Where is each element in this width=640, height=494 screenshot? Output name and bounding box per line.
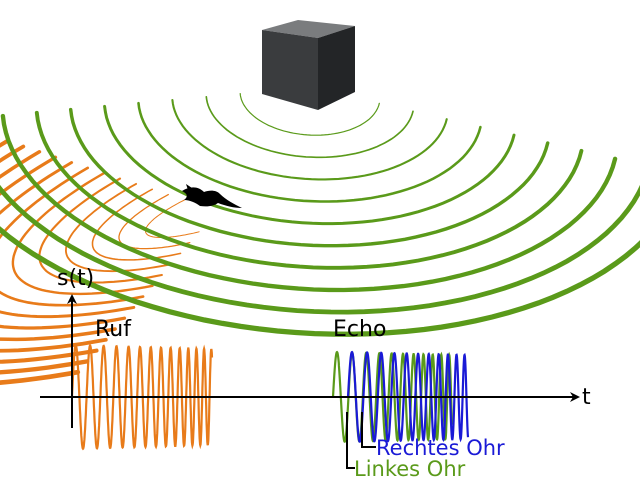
right-ear-label: Rechtes Ohr — [376, 436, 505, 460]
bat-silhouette — [182, 184, 242, 208]
call-wavefront-arc — [11, 172, 154, 296]
signal-axis-label: s(t) — [57, 266, 94, 291]
cube-top-face — [262, 20, 355, 38]
echo-wavefront-arc — [171, 98, 448, 181]
echo-wavefront-arc — [0, 184, 640, 315]
call-wavefront-arc — [0, 150, 117, 342]
emitted-call-wavefronts — [0, 139, 200, 385]
call-wavefront-arc — [0, 166, 145, 307]
call-wavefront-arc — [0, 161, 136, 319]
echo-wavefront-arc — [0, 226, 640, 337]
right-ear-oscillation — [346, 350, 470, 443]
echo-wavefront-arc — [239, 93, 380, 136]
call-wavefront-arc — [118, 193, 191, 250]
cube-side-face — [318, 26, 355, 110]
echo-label: Echo — [333, 317, 386, 342]
call-label: Ruf — [95, 317, 132, 342]
right-ear-echo-trace — [346, 350, 470, 443]
reflected-echo-wavefronts — [0, 93, 640, 337]
echo-wavefront-arc — [205, 95, 414, 159]
echo-wavefront-arc — [103, 104, 516, 226]
call-wavefront-arc — [38, 177, 163, 284]
cube-front-face — [262, 30, 318, 110]
right-ear-leader-line — [361, 412, 376, 448]
left-ear-label: Linkes Ohr — [354, 457, 466, 481]
echo-wavefront-arc — [137, 101, 482, 203]
echo-wavefront-arc — [34, 110, 584, 270]
echo-wavefront-arc — [68, 107, 550, 248]
call-signal-trace — [70, 343, 214, 451]
left-ear-leader-line — [346, 412, 355, 469]
reflecting-object-cube — [262, 20, 355, 110]
call-oscillation — [70, 343, 214, 451]
call-wavefront-arc — [145, 199, 200, 238]
call-wavefront-arc — [0, 155, 127, 330]
call-wavefront-arc — [91, 188, 182, 261]
echo-wavefront-arc — [0, 113, 618, 293]
time-axis-label: t — [582, 385, 591, 410]
